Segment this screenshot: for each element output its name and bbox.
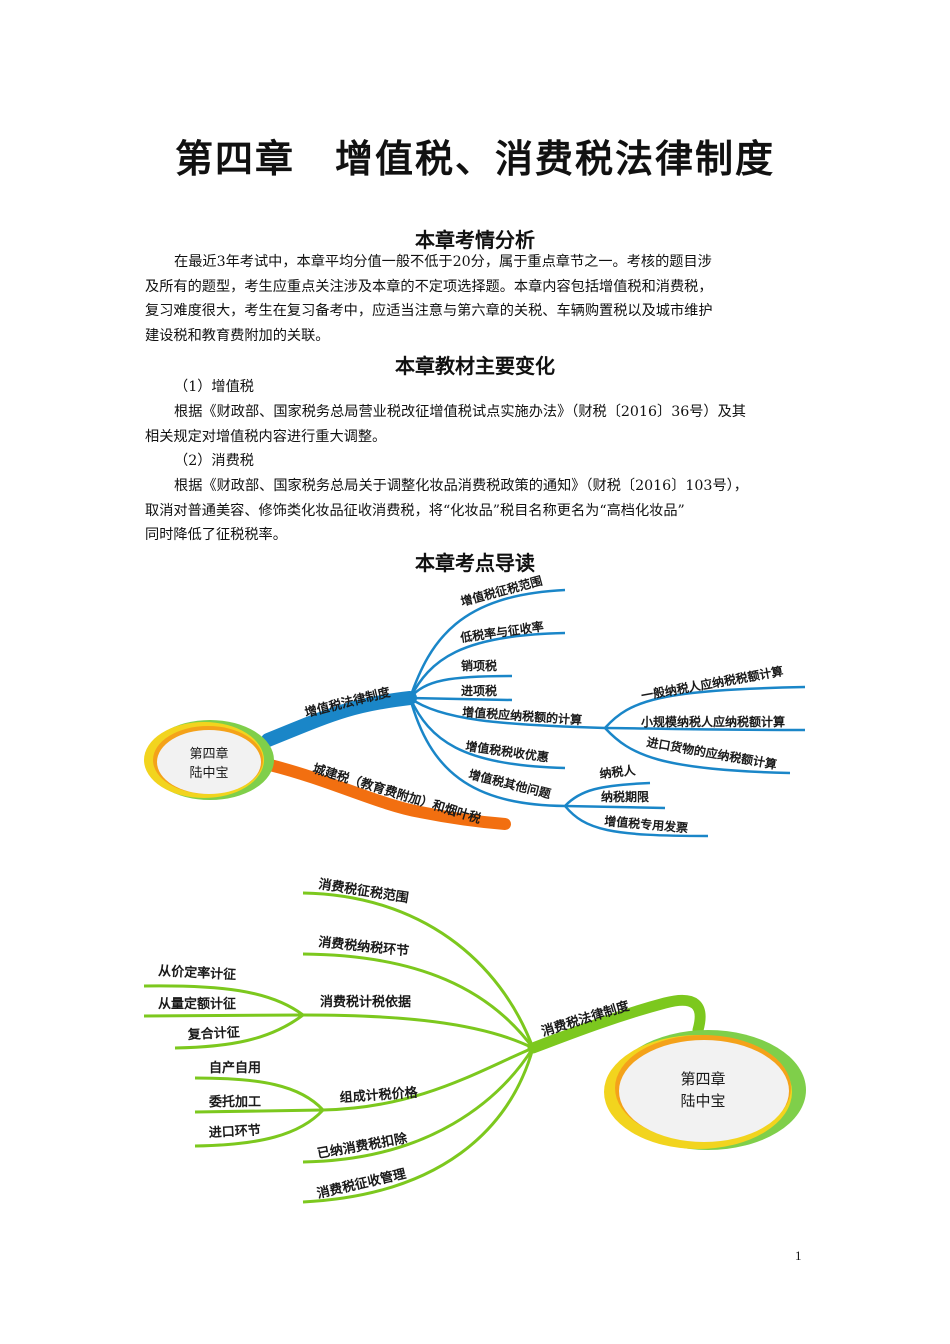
heading-key-points-guide: 本章考点导读	[415, 551, 535, 575]
label-general-taxpayer-calc: 一般纳税人应纳税税额计算	[640, 663, 784, 703]
text-line: 根据《财政部、国家税务总局关于调整化妆品消费税政策的通知》（财税〔2016〕10…	[174, 478, 748, 494]
center-label-line2: 陆中宝	[189, 765, 228, 781]
label-taxpayer: 纳税人	[599, 762, 637, 781]
paragraph-vat-change: 根据《财政部、国家税务总局营业税改征增值税试点实施办法》（财税〔2016〕36号…	[145, 400, 807, 449]
label-output-tax: 销项税	[461, 658, 497, 673]
mindmap-vat: 第四章 陆中宝 增值税法律制度 城建税（教育费附加）和烟叶税 增值税征税范围 低…	[144, 573, 806, 838]
branch-consumption-law	[527, 994, 706, 1054]
consumption-topic-lines	[143, 891, 535, 1204]
label-other-taxes: 城建税（教育费附加）和烟叶税	[311, 761, 483, 827]
center-label-line1: 第四章	[680, 1070, 725, 1088]
text-line: 同时降低了征税税率。	[145, 527, 287, 543]
text-line: 建设税和教育费附加的关联。	[145, 327, 330, 344]
label-special-invoice: 增值税专用发票	[604, 813, 689, 835]
text-line: 相关规定对增值税内容进行重大调整。	[145, 428, 387, 445]
paragraph-exam-analysis: 在最近3年考试中，本章平均分值一般不低于20分，属于重点章节之一。考核的题目涉 …	[145, 250, 807, 348]
branch-vat-law-taper	[267, 695, 411, 743]
label-tax-period: 纳税期限	[601, 789, 649, 804]
paragraph-consumption-change: 根据《财政部、国家税务总局关于调整化妆品消费税政策的通知》（财税〔2016〕10…	[145, 474, 807, 548]
heading-textbook-changes: 本章教材主要变化	[395, 354, 555, 378]
label-consumption-scope: 消费税征税范围	[317, 876, 409, 906]
label-other-issues: 增值税其他问题	[467, 766, 553, 801]
page-title: 第四章增值税、消费税法律制度	[0, 128, 950, 183]
label-input-tax: 进项税	[461, 683, 497, 698]
label-self-produced: 自产自用	[209, 1060, 261, 1076]
label-ad-valorem: 从价定率计征	[158, 963, 237, 983]
heading-exam-analysis: 本章考情分析	[415, 228, 535, 252]
chapter-name: 增值税、消费税法律制度	[335, 136, 776, 181]
label-compound: 复合计征	[186, 1024, 240, 1043]
center-fill	[157, 730, 261, 794]
consumption-center-node: 第四章 陆中宝	[604, 1030, 806, 1150]
text-line: 复习难度很大，考生在复习备考中，应适当注意与第六章的关税、车辆购置税以及城市维护	[145, 303, 713, 319]
text-line: 及所有的题型，考生应重点关注涉及本章的不定项选择题。本章内容包括增值税和消费税，	[145, 278, 713, 295]
label-composite-price: 组成计税价格	[339, 1085, 419, 1106]
label-tax-incentives: 增值税税收优惠	[465, 738, 550, 765]
center-fill	[619, 1040, 789, 1142]
text-line: 根据《财政部、国家税务总局营业税改征增值税试点实施办法》（财税〔2016〕36号…	[174, 404, 746, 420]
center-label-line1: 第四章	[189, 746, 228, 762]
vat-topic-lines	[408, 588, 806, 838]
vat-center-node: 第四章 陆中宝	[144, 720, 274, 800]
text-line: 取消对普通美容、修饰类化妆品征收消费税，将“化妆品”税目名称更名为“高档化妆品”	[145, 502, 685, 519]
subheading-consumption-tax: （2）消费税	[174, 453, 254, 469]
label-rates: 低税率与征收率	[458, 618, 544, 645]
label-small-taxpayer-calc: 小规模纳税人应纳税额计算	[641, 714, 785, 729]
label-collection-management: 消费税征收管理	[315, 1166, 407, 1202]
label-import-calc: 进口货物的应纳税额计算	[645, 734, 778, 772]
label-processing: 委托加工	[208, 1094, 261, 1110]
center-label-line2: 陆中宝	[680, 1092, 725, 1110]
text-line: 在最近3年考试中，本章平均分值一般不低于20分，属于重点章节之一。考核的题目涉	[174, 254, 712, 270]
label-vat-scope: 增值税征税范围	[459, 573, 544, 609]
label-consumption-basis: 消费税计税依据	[320, 994, 411, 1010]
label-import-stage: 进口环节	[208, 1122, 261, 1141]
chapter-number: 第四章	[174, 136, 295, 181]
mindmap-consumption-tax: 第四章 陆中宝 消费税法律制度 消费税征税范围 消费税纳税环节 消费税计税依据 …	[143, 876, 806, 1204]
label-specific-rate: 从量定额计征	[158, 996, 236, 1012]
branch-other-taxes-tip	[469, 820, 506, 828]
subheading-vat: （1）增值税	[174, 379, 254, 395]
page-number: 1	[795, 1248, 802, 1263]
